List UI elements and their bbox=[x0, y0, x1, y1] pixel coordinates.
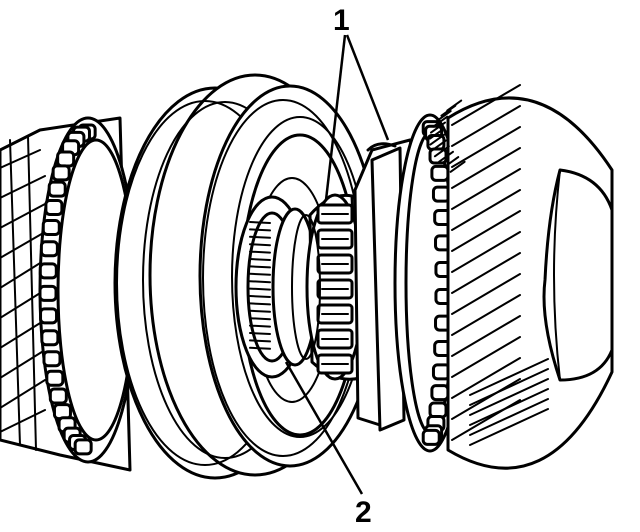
center-bearing-rollers bbox=[316, 203, 354, 375]
inner-spline bbox=[249, 235, 271, 239]
right-gear-crest bbox=[429, 121, 446, 134]
right-gear-tooth bbox=[469, 378, 549, 416]
right-gear-crest bbox=[430, 139, 447, 152]
left-cage-roller bbox=[40, 329, 60, 347]
left-cage-roller bbox=[44, 198, 64, 216]
left-cage-roller bbox=[51, 164, 71, 182]
right-gear-crest bbox=[429, 127, 446, 140]
inner-spline bbox=[249, 346, 271, 350]
right-gear-tooth bbox=[451, 147, 521, 189]
right-gear-tooth bbox=[451, 252, 521, 294]
callout-1: 1 bbox=[324, 4, 390, 201]
inner-spline bbox=[249, 250, 271, 254]
right-cage-roller bbox=[428, 401, 448, 419]
left-roller-cage bbox=[38, 116, 138, 464]
callout-1-label: 1 bbox=[333, 4, 350, 37]
inner-spline bbox=[249, 317, 271, 321]
callout-1-leader-a bbox=[324, 34, 347, 201]
right-gear-tooth bbox=[451, 378, 521, 420]
right-gear-tooth bbox=[451, 189, 521, 231]
right-gear-tooth bbox=[451, 315, 521, 357]
right-gear-tooth bbox=[451, 168, 521, 210]
right-gear-tooth bbox=[451, 336, 521, 378]
left-cage-roller bbox=[56, 150, 76, 168]
inner-spline bbox=[249, 332, 271, 335]
right-gear-tooth bbox=[451, 105, 521, 147]
inner-hub-splines bbox=[249, 221, 271, 350]
right-gear-crest bbox=[446, 99, 463, 112]
right-cage-roller bbox=[430, 384, 450, 402]
inner-spline bbox=[249, 265, 271, 269]
inner-spline bbox=[249, 339, 271, 343]
inner-spline bbox=[249, 302, 271, 306]
right-gear-tooth bbox=[469, 358, 549, 396]
left-cage-roller bbox=[38, 262, 58, 280]
synchronizer-blocker-ring bbox=[353, 138, 420, 432]
right-gear-tooth bbox=[451, 357, 521, 399]
inner-spline bbox=[249, 221, 271, 224]
right-gear-tooth bbox=[451, 210, 521, 252]
left-cage-roller bbox=[73, 438, 93, 456]
left-cage-roller bbox=[39, 307, 59, 325]
right-gear-crest bbox=[433, 145, 450, 158]
right-helical-gear bbox=[429, 84, 614, 470]
right-gear-tooth bbox=[451, 294, 521, 336]
left-cage-roller bbox=[39, 240, 59, 258]
right-gear-tooth bbox=[451, 126, 521, 168]
left-cage-roller bbox=[42, 350, 62, 368]
right-gear-crest bbox=[449, 160, 466, 173]
right-cage-roller bbox=[421, 428, 441, 446]
right-gear-crest bbox=[443, 156, 460, 169]
inner-spline bbox=[249, 324, 271, 328]
inner-spline bbox=[249, 287, 271, 291]
inner-spline bbox=[249, 272, 271, 276]
right-gear-tooth bbox=[451, 273, 521, 315]
left-cage-roller bbox=[41, 218, 61, 236]
left-cage-roller bbox=[47, 180, 67, 198]
right-cage-roller bbox=[430, 164, 450, 182]
left-cage-roller bbox=[38, 284, 58, 302]
left-cage-roller bbox=[45, 369, 65, 387]
left-cage-roller bbox=[48, 387, 68, 405]
inner-spline bbox=[249, 309, 271, 313]
inner-spline bbox=[249, 280, 271, 284]
callout-1-leader-b bbox=[345, 34, 390, 141]
right-gear-tooth bbox=[469, 408, 549, 446]
callout-2-leader bbox=[284, 361, 364, 495]
callout-2-label: 2 bbox=[355, 496, 372, 529]
right-gear-tooth bbox=[469, 368, 549, 406]
right-gear-crest bbox=[429, 133, 446, 146]
center-roller-bearing bbox=[291, 193, 365, 381]
right-gear-crest bbox=[432, 115, 449, 128]
right-gear-tooth bbox=[451, 84, 521, 126]
right-gear-tooth bbox=[469, 398, 549, 436]
inner-spline bbox=[249, 228, 271, 232]
right-gear-tooth bbox=[451, 231, 521, 273]
inner-splined-hub bbox=[234, 195, 319, 379]
right-gear-tooth bbox=[469, 388, 549, 426]
inner-spline bbox=[249, 243, 271, 247]
inner-spline bbox=[249, 295, 271, 298]
right-gear-crest bbox=[435, 110, 452, 123]
inner-spline bbox=[249, 258, 271, 261]
left-cage-rollers bbox=[38, 123, 97, 456]
right-gear-crest bbox=[438, 150, 455, 163]
callout-2: 2 bbox=[284, 361, 372, 529]
right-gear-teeth bbox=[429, 84, 549, 446]
